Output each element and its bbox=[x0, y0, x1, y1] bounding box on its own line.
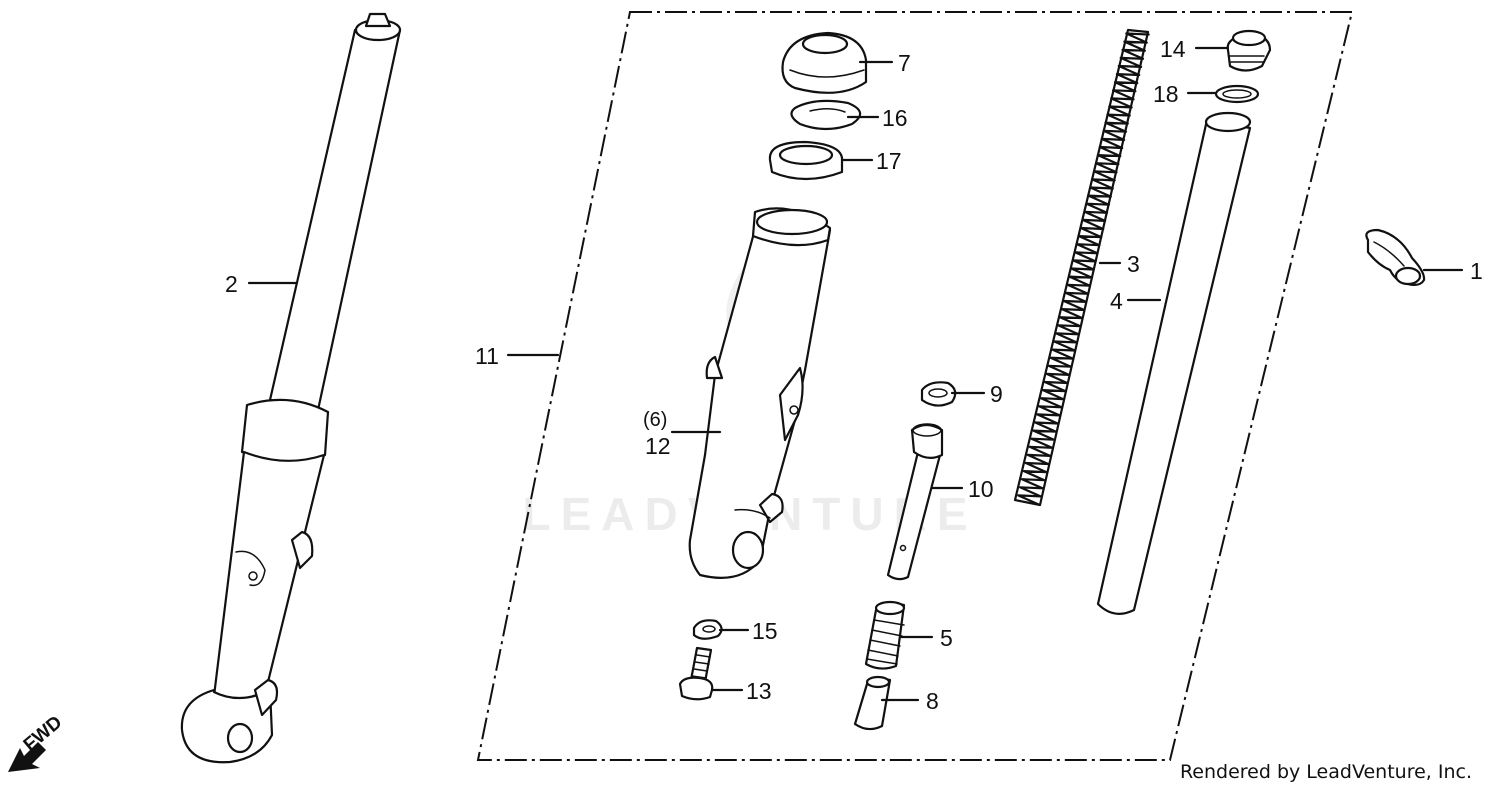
label-part-13: 13 bbox=[746, 678, 772, 704]
label-part-5: 5 bbox=[940, 625, 953, 651]
label-part-2: 2 bbox=[225, 271, 238, 297]
label-part-3: 3 bbox=[1127, 251, 1140, 277]
label-part-16: 16 bbox=[882, 105, 908, 131]
fwd-direction-marker: FWD bbox=[8, 712, 66, 772]
label-part-14: 14 bbox=[1160, 36, 1186, 62]
part-1-clamp bbox=[1365, 228, 1426, 286]
label-part-1: 1 bbox=[1470, 258, 1483, 284]
part-4-inner-tube bbox=[1096, 111, 1252, 615]
part-13-socket-bolt bbox=[678, 646, 714, 701]
part-14-cap-bolt bbox=[1226, 29, 1272, 72]
label-part-7: 7 bbox=[898, 50, 911, 76]
label-part-8: 8 bbox=[926, 688, 939, 714]
label-part-4: 4 bbox=[1110, 288, 1123, 314]
part-5-rebound-spring bbox=[864, 600, 906, 670]
part-17-oil-seal bbox=[768, 140, 844, 181]
assembly-11-boundary bbox=[476, 11, 1354, 761]
label-part-9: 9 bbox=[990, 381, 1003, 407]
label-part-11: 11 bbox=[475, 343, 499, 369]
part-9-washer bbox=[920, 381, 957, 407]
part-15-washer bbox=[692, 619, 723, 640]
label-part-18: 18 bbox=[1153, 81, 1179, 107]
part-labels: 1 2 3 4 5 (6) 7 8 9 10 11 12 13 14 15 16… bbox=[225, 36, 1483, 714]
part-7-dust-seal bbox=[781, 31, 868, 94]
part-2-fork-assembly bbox=[180, 12, 402, 764]
render-credit: Rendered by LeadVenture, Inc. bbox=[1179, 761, 1472, 783]
label-part-6: (6) bbox=[643, 409, 667, 431]
part-18-o-ring bbox=[1214, 84, 1260, 104]
label-part-10: 10 bbox=[968, 476, 994, 502]
part-12-fork-slider bbox=[688, 207, 832, 579]
fwd-arrow-icon bbox=[8, 742, 46, 772]
label-part-12: 12 bbox=[645, 433, 671, 459]
part-10-damper-rod bbox=[886, 423, 944, 581]
label-part-15: 15 bbox=[752, 618, 778, 644]
label-part-17: 17 bbox=[876, 148, 902, 174]
leader-lines bbox=[247, 46, 1464, 702]
part-3-fork-spring bbox=[1013, 28, 1150, 507]
part-16-clip-ring bbox=[790, 99, 862, 131]
part-8-oil-lock-piece bbox=[853, 675, 892, 731]
